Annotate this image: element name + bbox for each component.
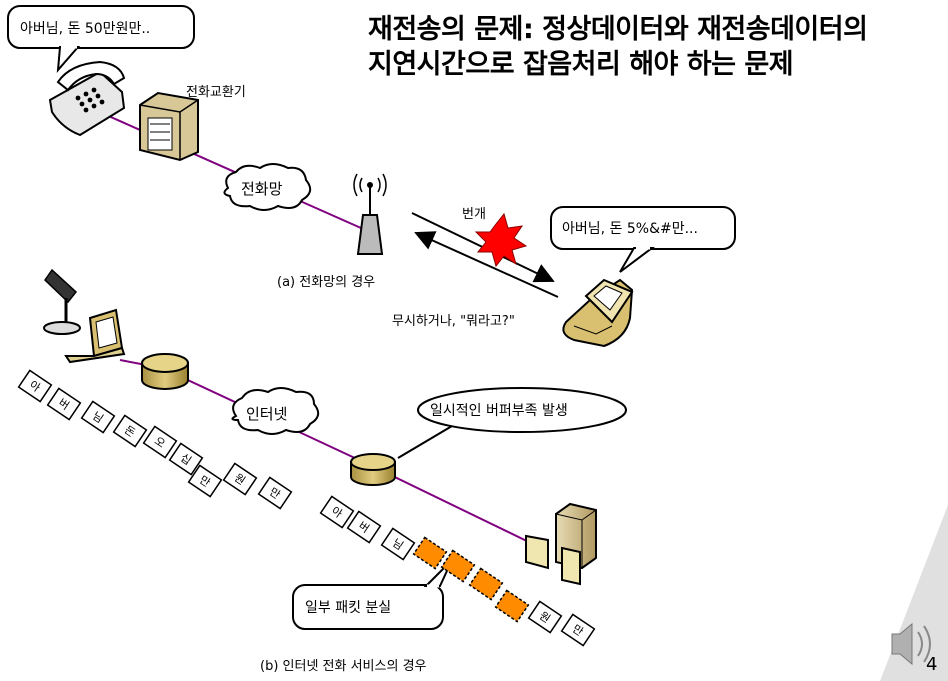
phone-network-line	[94, 109, 371, 233]
loss-note-bubble: 일부 패킷 분실	[292, 559, 453, 630]
slide-title: 재전송의 문제: 정상데이터와 재전송데이터의 지연시간으로 잡음처리 해야 하…	[368, 12, 948, 82]
caption-a: (a) 전화망의 경우	[277, 275, 375, 290]
packet: 오	[142, 425, 178, 459]
packet: 아	[17, 369, 53, 403]
packet: 원	[527, 600, 563, 634]
response-label: 무시하거나, "뭐라고?"	[392, 314, 515, 329]
buffer-note-text: 일시적인 버퍼부족 발생	[430, 403, 568, 419]
internet-label: 인터넷	[246, 405, 287, 423]
microphone-icon	[43, 268, 81, 335]
laptop-icon	[64, 308, 126, 364]
slide-number: 4	[926, 654, 937, 675]
phone-network-label: 전화망	[241, 180, 283, 198]
buffer-note-bubble: 일시적인 버퍼부족 발생	[397, 387, 627, 459]
speaker-icon[interactable]	[891, 622, 931, 666]
lost-packet	[440, 549, 476, 583]
exchange-label: 전화교환기	[186, 85, 246, 100]
packet: 버	[46, 387, 82, 421]
packet: 님	[380, 527, 416, 561]
speech-bubble-top: 아버님, 돈 50만원만..	[7, 5, 195, 73]
mobile-phone-icon	[562, 278, 634, 348]
packet: 만	[560, 613, 596, 647]
packet: 만	[257, 476, 293, 510]
antenna-tower-icon	[353, 173, 387, 255]
packet: 돈	[112, 414, 148, 448]
speech-top-text: 아버님, 돈 50만원만..	[20, 21, 150, 37]
phone-network-cloud: 전화망	[223, 163, 312, 211]
lost-packet	[412, 536, 448, 570]
packet: 원	[222, 462, 258, 496]
packet: 버	[346, 510, 382, 544]
speech-garbled-text: 아버님, 돈 5%&#만...	[562, 221, 698, 237]
slide-corner-decoration	[880, 505, 948, 681]
telephone-icon	[48, 60, 126, 137]
packet: 십	[168, 442, 204, 476]
signal-arrow-up	[414, 231, 559, 298]
packet: 만	[187, 464, 223, 498]
packet: 님	[80, 400, 116, 434]
lightning-icon	[474, 212, 528, 268]
router-1-icon	[141, 353, 189, 390]
speech-bubble-garbled: 아버님, 돈 5%&#만...	[550, 206, 736, 273]
exchange-switch-icon	[139, 91, 199, 162]
caption-b: (b) 인터넷 전화 서비스의 경우	[260, 659, 427, 674]
internet-cloud: 인터넷	[231, 387, 320, 435]
lightning-label: 번개	[462, 207, 486, 222]
internet-link-3	[371, 465, 536, 546]
lost-packet	[468, 567, 504, 601]
loss-note-text: 일부 패킷 분실	[305, 600, 391, 616]
slide-title-line1: 재전송의 문제: 정상데이터와 재전송데이터의	[368, 14, 868, 45]
router-2-icon	[350, 453, 396, 486]
packet: 아	[319, 495, 355, 529]
slide-title-line2: 지연시간으로 잡음처리 해야 하는 문제	[368, 49, 794, 80]
lost-packet	[494, 589, 530, 623]
server-icon	[525, 502, 597, 586]
